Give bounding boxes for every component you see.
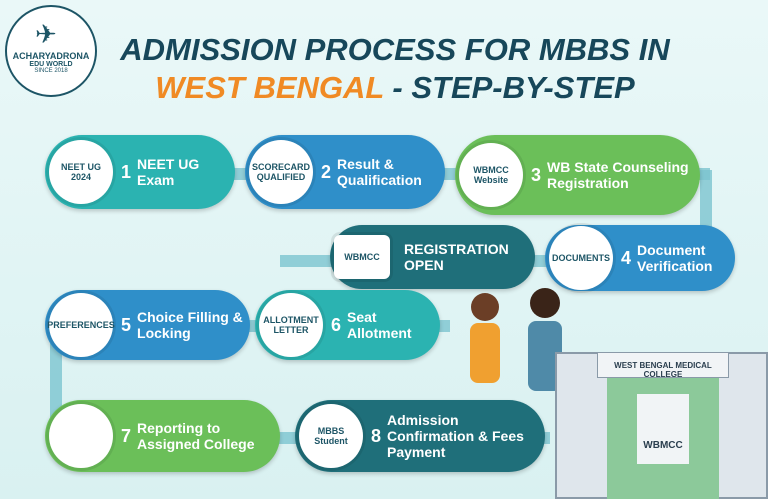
step-number: 2 bbox=[321, 161, 332, 182]
logo: ✈ ACHARYADRONA EDU WORLD SINCE 2018 bbox=[5, 5, 97, 97]
step-label: Document Verification bbox=[637, 242, 713, 274]
icon-text: DOCUMENTS bbox=[552, 253, 610, 263]
step-label: REGISTRATION OPEN bbox=[404, 241, 509, 273]
icon-text: NEET UG 2024 bbox=[60, 162, 101, 182]
title-line2: WEST BENGAL - STEP-BY-STEP bbox=[105, 70, 685, 106]
documents-icon: DOCUMENTS bbox=[549, 226, 613, 290]
emblem-text: WBMCC bbox=[643, 440, 683, 451]
letter-icon: ALLOTMENT LETTER bbox=[259, 293, 323, 357]
scorecard-icon: SCORECARD QUALIFIED bbox=[249, 140, 313, 204]
id-card-icon: MBBS Student bbox=[299, 404, 363, 468]
registration-screen-icon: WBMCC bbox=[334, 235, 390, 279]
college-building: WEST BENGAL MEDICAL COLLEGE WBMCC bbox=[555, 352, 768, 499]
plane-icon: ✈ bbox=[35, 19, 57, 49]
laptop-icon: WBMCC Website bbox=[459, 143, 523, 207]
title-rest: - STEP-BY-STEP bbox=[383, 70, 635, 105]
icon-text: ALLOTMENT LETTER bbox=[263, 315, 319, 335]
step-label: Reporting to Assigned College bbox=[137, 420, 255, 452]
students-illustration bbox=[440, 285, 590, 400]
college-sign: WEST BENGAL MEDICAL COLLEGE bbox=[597, 352, 729, 379]
logo-sub: EDU WORLD bbox=[29, 61, 73, 68]
lock-icon: PREFERENCES bbox=[47, 293, 115, 357]
icon-text: PREFERENCES bbox=[47, 320, 115, 330]
logo-since: SINCE 2018 bbox=[34, 68, 68, 74]
step-number: 5 bbox=[121, 314, 132, 335]
step-number: 7 bbox=[121, 425, 132, 446]
college-icon bbox=[49, 404, 113, 468]
step-label: Seat Allotment bbox=[347, 309, 412, 341]
step-label: WB State Counseling Registration bbox=[547, 159, 689, 191]
title-line1: ADMISSION PROCESS FOR MBBS IN bbox=[120, 32, 670, 67]
step-label: NEET UG Exam bbox=[137, 156, 200, 188]
icon-text: SCORECARD QUALIFIED bbox=[252, 162, 311, 182]
step-label: Admission Confirmation & Fees Payment bbox=[387, 412, 524, 460]
title-highlight: WEST BENGAL bbox=[155, 70, 384, 105]
step-registration-open: WBMCC REGISTRATION OPEN bbox=[330, 225, 535, 289]
step-number: 6 bbox=[331, 314, 342, 335]
icon-text: WBMCC bbox=[344, 252, 380, 262]
step-label: Result & Qualification bbox=[337, 156, 422, 188]
step-number: 1 bbox=[121, 161, 132, 182]
step-number: 8 bbox=[371, 425, 382, 446]
step-label: Choice Filling & Locking bbox=[137, 309, 243, 341]
icon-text: WBMCC Website bbox=[473, 165, 509, 185]
step-number: 3 bbox=[531, 164, 542, 185]
exam-sheet-icon: NEET UG 2024 bbox=[49, 140, 113, 204]
icon-text: MBBS Student bbox=[314, 426, 348, 446]
logo-name: ACHARYADRONA bbox=[12, 51, 90, 61]
step-number: 4 bbox=[621, 247, 632, 268]
wbmcc-emblem: WBMCC bbox=[637, 394, 689, 464]
